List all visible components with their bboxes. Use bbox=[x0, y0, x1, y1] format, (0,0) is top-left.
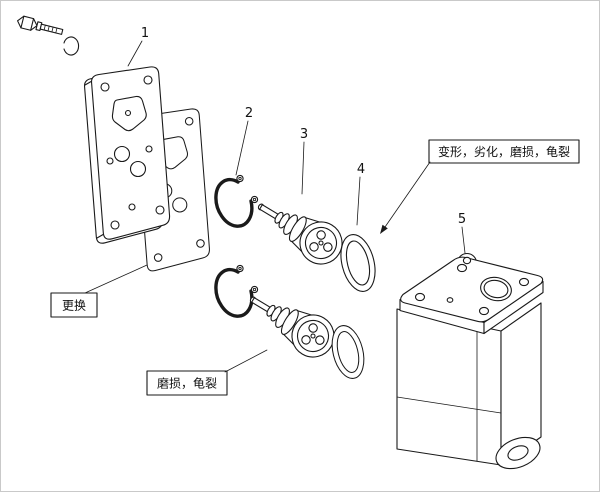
note-wear-crack: 磨损，龟裂 bbox=[146, 349, 268, 396]
callout-4: 4 bbox=[356, 162, 365, 226]
pump-body bbox=[396, 252, 544, 470]
note-deform-text: 变形，劣化，磨损，龟裂 bbox=[438, 144, 570, 159]
callout-1: 1 bbox=[127, 26, 149, 67]
valve-assembly-upper bbox=[247, 187, 351, 273]
callout-1-number: 1 bbox=[141, 26, 149, 41]
note-wear-crack-text: 磨损，龟裂 bbox=[157, 377, 217, 391]
arrowhead bbox=[380, 224, 388, 234]
note-replace-text: 更换 bbox=[62, 299, 86, 313]
callout-4-number: 4 bbox=[357, 162, 365, 177]
callout-2: 2 bbox=[235, 106, 253, 176]
snap-ring-lower bbox=[214, 263, 260, 318]
leader-line-replace bbox=[84, 264, 148, 294]
callout-3: 3 bbox=[300, 127, 308, 195]
note-deform-deteriorate-wear-crack: 变形，劣化，磨损，龟裂 bbox=[380, 139, 580, 234]
callout-3-number: 3 bbox=[300, 127, 308, 142]
note-replace: 更换 bbox=[50, 292, 98, 318]
snap-ring-upper bbox=[214, 173, 260, 228]
callout-2-number: 2 bbox=[245, 106, 253, 121]
callout-5: 5 bbox=[458, 212, 466, 254]
hex-bolt bbox=[16, 15, 64, 35]
cover-plate bbox=[83, 66, 171, 244]
callout-5-number: 5 bbox=[458, 212, 466, 227]
spring-washer bbox=[63, 36, 80, 56]
valve-assembly-lower bbox=[239, 280, 343, 366]
